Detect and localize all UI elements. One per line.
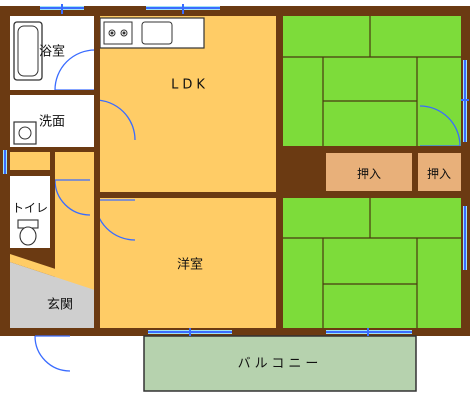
closet-right bbox=[418, 153, 461, 191]
windows bbox=[3, 4, 469, 336]
balcony-floor bbox=[143, 335, 417, 392]
room-label-toilet: トイレ bbox=[11, 201, 49, 215]
room-label-balcony: バルコニー bbox=[237, 356, 323, 372]
toilet-icon bbox=[17, 219, 39, 246]
room-label-closet-left: 押入 bbox=[356, 167, 382, 181]
tatami-room-top bbox=[283, 16, 461, 146]
closet-left bbox=[326, 153, 412, 191]
tatami-mats bbox=[283, 16, 461, 328]
room-label-western: 洋室 bbox=[176, 257, 204, 273]
hall-step-floor bbox=[10, 152, 50, 170]
room-label-bath: 浴室 bbox=[38, 44, 66, 60]
interior-walls bbox=[10, 16, 461, 328]
kitchen-counter bbox=[99, 17, 205, 49]
room-label-ldk: LDK bbox=[171, 77, 209, 93]
tatami-room-bottom bbox=[283, 198, 461, 328]
wash-basin-icon bbox=[13, 121, 37, 145]
room-label-entrance: 玄関 bbox=[46, 297, 74, 313]
room-label-washroom: 洗面 bbox=[38, 114, 66, 130]
entrance-step bbox=[10, 254, 95, 290]
entrance-floor bbox=[10, 262, 95, 328]
bathtub-icon bbox=[13, 21, 43, 81]
stove-icon bbox=[110, 31, 126, 35]
room-label-closet-right: 押入 bbox=[426, 167, 452, 181]
western-room-floor bbox=[100, 198, 276, 328]
